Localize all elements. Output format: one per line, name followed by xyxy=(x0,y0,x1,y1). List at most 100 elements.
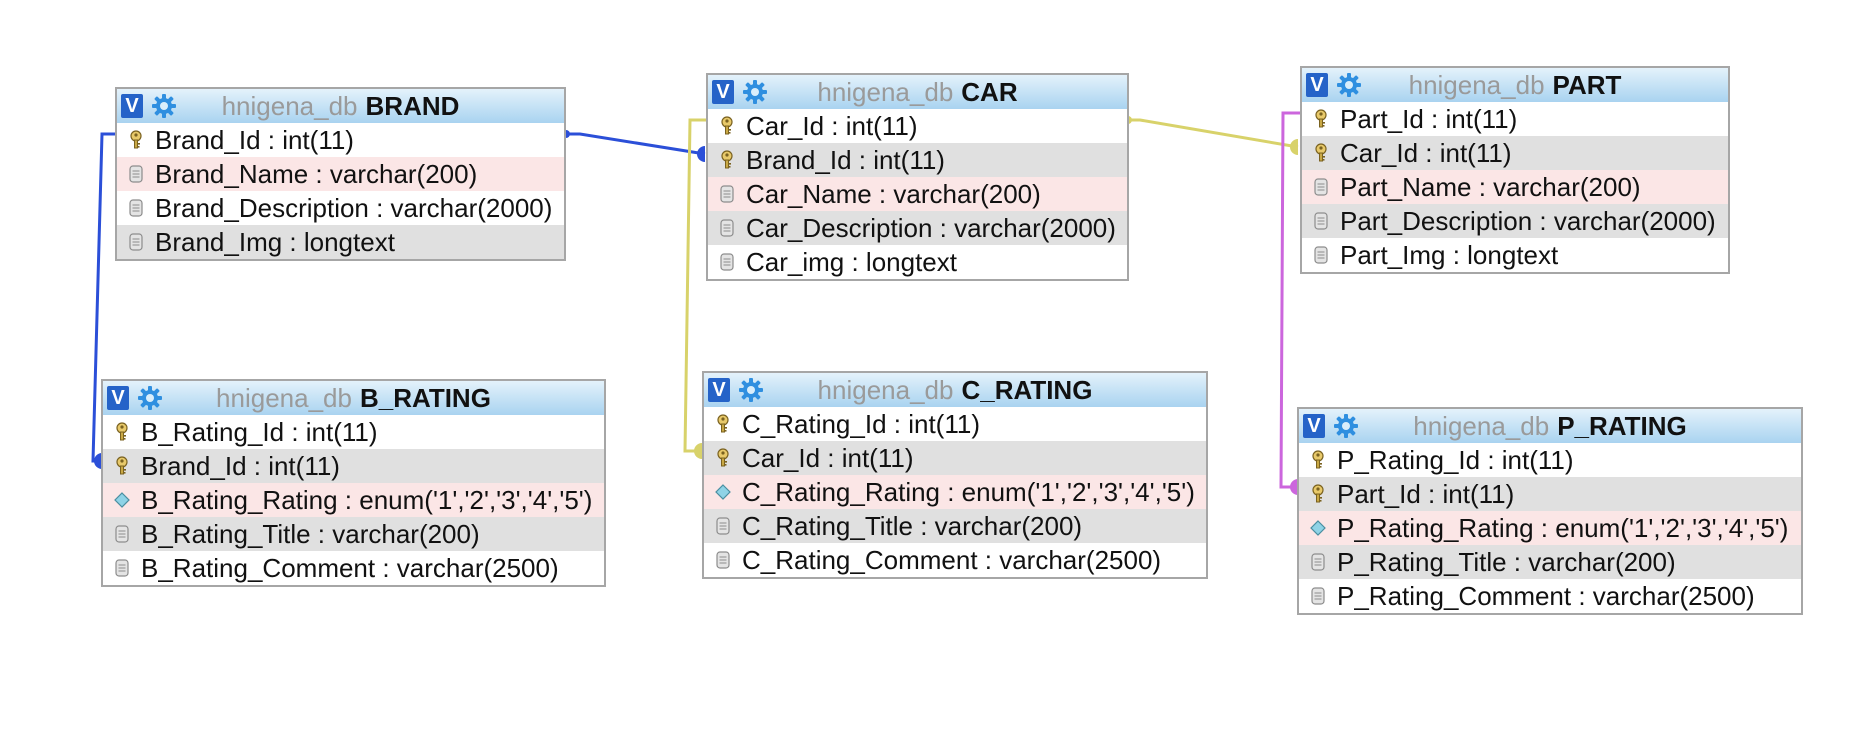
column-row[interactable]: Brand_Id : int(11) xyxy=(103,449,604,483)
relation-car-part-end-marker xyxy=(1290,139,1298,155)
column-row[interactable]: B_Rating_Comment : varchar(2500) xyxy=(103,551,604,585)
column-row[interactable]: B_Rating_Id : int(11) xyxy=(103,415,604,449)
column-label: Car_Id : int(11) xyxy=(742,443,914,473)
column-row[interactable]: Car_Name : varchar(200) xyxy=(708,177,1127,211)
key-icon xyxy=(1302,109,1340,129)
column-label: B_Rating_Title : varchar(200) xyxy=(141,519,480,549)
gear-icon[interactable] xyxy=(737,376,765,404)
relation-brand-car-end-marker xyxy=(697,146,705,162)
column-label: Part_Id : int(11) xyxy=(1340,104,1518,134)
database-name: hnigena_db xyxy=(216,383,352,413)
database-name: hnigena_db xyxy=(221,91,358,121)
table-name: B_RATING xyxy=(359,383,491,413)
column-label: Part_Name : varchar(200) xyxy=(1340,172,1641,202)
column-row[interactable]: Part_Id : int(11) xyxy=(1299,477,1801,511)
column-row[interactable]: Brand_Name : varchar(200) xyxy=(117,157,564,191)
column-icon xyxy=(708,253,746,271)
database-name: hnigena_db xyxy=(1408,70,1545,100)
enum-icon xyxy=(1299,520,1337,536)
toggle-columns-button[interactable]: V xyxy=(1303,414,1325,438)
database-name: hnigena_db xyxy=(817,77,954,107)
column-row[interactable]: P_Rating_Id : int(11) xyxy=(1299,443,1801,477)
column-icon xyxy=(1302,212,1340,230)
column-row[interactable]: P_Rating_Rating : enum('1','2','3','4','… xyxy=(1299,511,1801,545)
column-row[interactable]: C_Rating_Title : varchar(200) xyxy=(704,509,1206,543)
column-label: Part_Img : longtext xyxy=(1340,240,1559,270)
column-label: Car_Description : varchar(2000) xyxy=(746,213,1116,243)
column-icon xyxy=(1302,178,1340,196)
column-row[interactable]: Brand_Id : int(11) xyxy=(117,123,564,157)
gear-icon[interactable] xyxy=(1335,71,1363,99)
column-row[interactable]: C_Rating_Comment : varchar(2500) xyxy=(704,543,1206,577)
key-icon xyxy=(103,456,141,476)
column-label: Brand_Id : int(11) xyxy=(746,145,945,175)
column-row[interactable]: Brand_Img : longtext xyxy=(117,225,564,259)
table-name: CAR xyxy=(961,77,1018,107)
toggle-columns-button[interactable]: V xyxy=(121,94,143,118)
column-label: C_Rating_Id : int(11) xyxy=(742,409,980,439)
column-row[interactable]: Car_Description : varchar(2000) xyxy=(708,211,1127,245)
column-icon xyxy=(704,517,742,535)
column-icon xyxy=(1299,587,1337,605)
column-row[interactable]: Brand_Id : int(11) xyxy=(708,143,1127,177)
gear-icon[interactable] xyxy=(1332,412,1360,440)
column-row[interactable]: Part_Id : int(11) xyxy=(1302,102,1728,136)
column-row[interactable]: B_Rating_Rating : enum('1','2','3','4','… xyxy=(103,483,604,517)
column-icon xyxy=(1302,246,1340,264)
key-icon xyxy=(1299,484,1337,504)
gear-icon[interactable] xyxy=(150,92,178,120)
key-icon xyxy=(708,150,746,170)
column-row[interactable]: Car_Id : int(11) xyxy=(708,109,1127,143)
column-row[interactable]: Car_Id : int(11) xyxy=(1302,136,1728,170)
column-row[interactable]: C_Rating_Id : int(11) xyxy=(704,407,1206,441)
column-icon xyxy=(103,525,141,543)
database-name: hnigena_db xyxy=(817,375,954,405)
key-icon xyxy=(1299,450,1337,470)
gear-icon[interactable] xyxy=(741,78,769,106)
column-label: P_Rating_Title : varchar(200) xyxy=(1337,547,1676,577)
table-name: C_RATING xyxy=(961,375,1093,405)
column-row[interactable]: Car_Id : int(11) xyxy=(704,441,1206,475)
column-row[interactable]: Part_Img : longtext xyxy=(1302,238,1728,272)
column-row[interactable]: C_Rating_Rating : enum('1','2','3','4','… xyxy=(704,475,1206,509)
table-name: BRAND xyxy=(365,91,460,121)
column-label: Car_Id : int(11) xyxy=(1340,138,1512,168)
toggle-columns-button[interactable]: V xyxy=(712,80,734,104)
relation-brand-car xyxy=(566,132,706,156)
column-icon xyxy=(117,165,155,183)
toggle-columns-button[interactable]: V xyxy=(1306,73,1328,97)
column-row[interactable]: Part_Description : varchar(2000) xyxy=(1302,204,1728,238)
column-row[interactable]: Car_img : longtext xyxy=(708,245,1127,279)
column-label: Brand_Description : varchar(2000) xyxy=(155,193,553,223)
enum-icon xyxy=(704,484,742,500)
column-label: B_Rating_Rating : enum('1','2','3','4','… xyxy=(141,485,593,515)
column-row[interactable]: P_Rating_Title : varchar(200) xyxy=(1299,545,1801,579)
column-icon xyxy=(704,551,742,569)
column-label: P_Rating_Id : int(11) xyxy=(1337,445,1574,475)
toggle-columns-button[interactable]: V xyxy=(107,386,129,410)
toggle-columns-button[interactable]: V xyxy=(708,378,730,402)
column-label: Brand_Id : int(11) xyxy=(155,125,354,155)
column-row[interactable]: Part_Name : varchar(200) xyxy=(1302,170,1728,204)
column-row[interactable]: P_Rating_Comment : varchar(2500) xyxy=(1299,579,1801,613)
column-row[interactable]: B_Rating_Title : varchar(200) xyxy=(103,517,604,551)
column-row[interactable]: Brand_Description : varchar(2000) xyxy=(117,191,564,225)
relation-car-part xyxy=(1128,118,1299,149)
column-label: Part_Description : varchar(2000) xyxy=(1340,206,1716,236)
column-label: Car_Name : varchar(200) xyxy=(746,179,1041,209)
table-name: P_RATING xyxy=(1557,411,1687,441)
gear-icon[interactable] xyxy=(136,384,164,412)
